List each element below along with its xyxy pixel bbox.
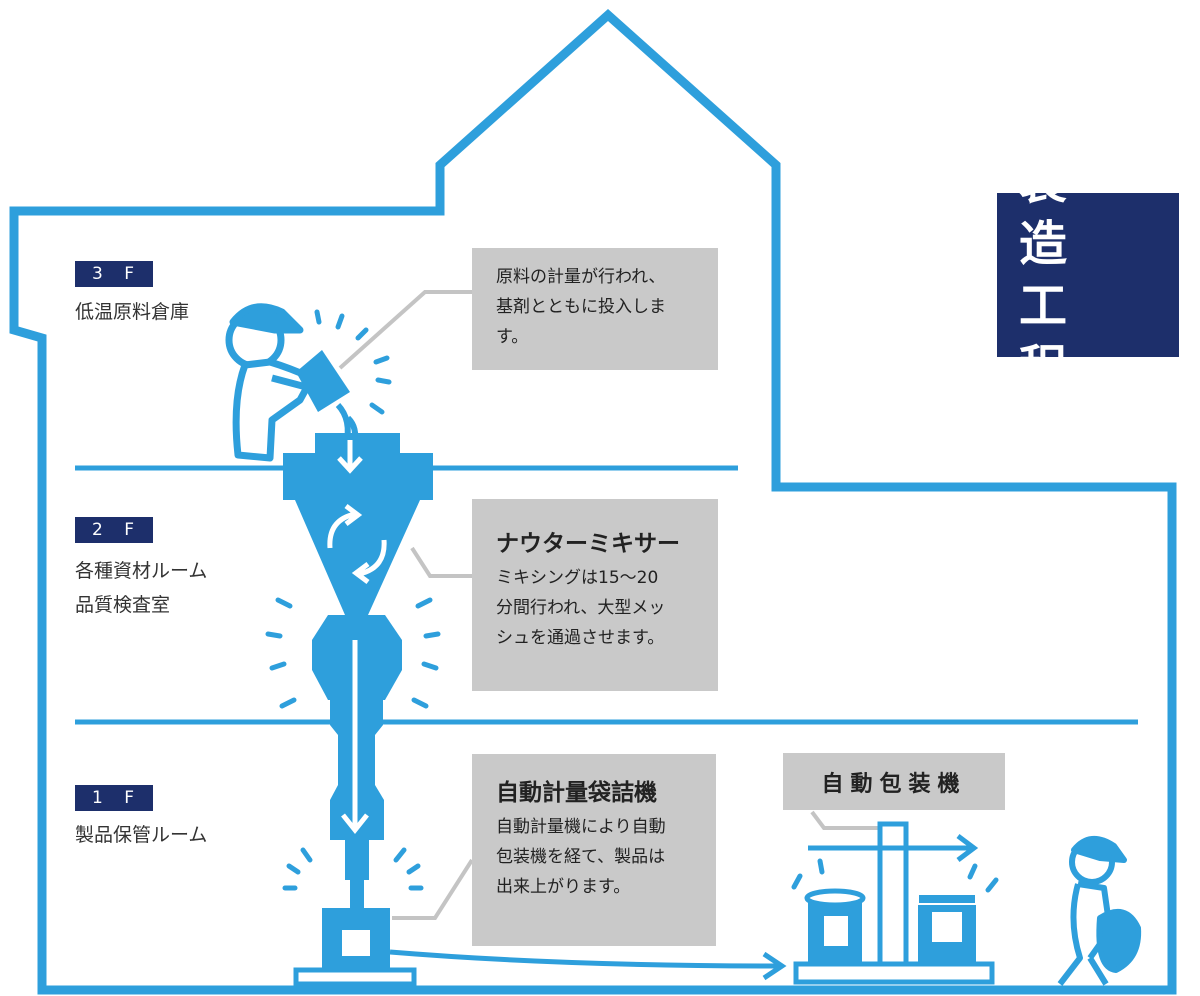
note-input-line-1: 原料の計量が行われ、	[496, 267, 666, 287]
note-input-line-3: す。	[496, 327, 529, 347]
note-mixer-line-1: ミキシングは15〜20	[496, 568, 659, 588]
note-input: 原料の計量が行われ、 基剤とともに投入しま す。	[472, 248, 718, 370]
process-title-box: 製 造 工 程	[997, 154, 1179, 396]
connector-filler	[392, 858, 474, 920]
note-mixer: ナウターミキサー ミキシングは15〜20 分間行われ、大型メッ シュを通過させま…	[472, 499, 718, 691]
worker-3f-icon	[225, 303, 316, 462]
floor-badge-1f: 1 F	[75, 785, 153, 811]
floor-badge-3f: 3 F	[75, 261, 153, 287]
building-outline	[9, 8, 1177, 995]
title-line-1: 製 造	[1019, 154, 1090, 272]
note-mixer-line-3: シュを通過させます。	[496, 628, 665, 648]
packaging-machine	[793, 821, 995, 985]
floor-room-2f-b: 品質検査室	[75, 594, 171, 616]
note-mixer-line-2: 分間行われ、大型メッ	[496, 598, 666, 618]
floor-room-3f: 低温原料倉庫	[75, 301, 190, 323]
note-filler-line-2: 包装機を経て、製品は	[496, 847, 666, 867]
connector-input	[338, 290, 472, 370]
sparkle-marks	[265, 309, 999, 893]
floor-room-2f-a: 各種資材ルーム	[75, 560, 208, 582]
title-line-2: 工 程	[1019, 278, 1090, 396]
note-mixer-heading: ナウターミキサー	[496, 531, 680, 557]
note-filler-line-1: 自動計量機により自動	[496, 817, 666, 837]
note-filler: 自動計量袋詰機 自動計量機により自動 包装機を経て、製品は 出来上がります。	[472, 754, 716, 946]
mixing-rotation-icon	[327, 504, 387, 584]
floor-room-1f: 製品保管ルーム	[75, 824, 208, 846]
connector-mixer	[410, 546, 472, 578]
flow-arrow-down-top	[337, 440, 363, 474]
connector-pack	[810, 810, 880, 830]
note-filler-line-3: 出来上がります。	[496, 877, 631, 897]
flow-arrow-down-main	[341, 640, 369, 835]
packaging-machine-label: 自動包装機	[783, 753, 1005, 810]
conveyor-arrow	[389, 949, 787, 981]
floor-badge-2f: 2 F	[75, 517, 153, 543]
filling-bucket-icon	[293, 908, 417, 987]
note-input-line-2: 基剤とともに投入しま	[496, 297, 666, 317]
worker-1f-icon	[1057, 836, 1142, 986]
note-filler-heading: 自動計量袋詰機	[496, 780, 657, 806]
nauta-mixer	[283, 433, 433, 910]
